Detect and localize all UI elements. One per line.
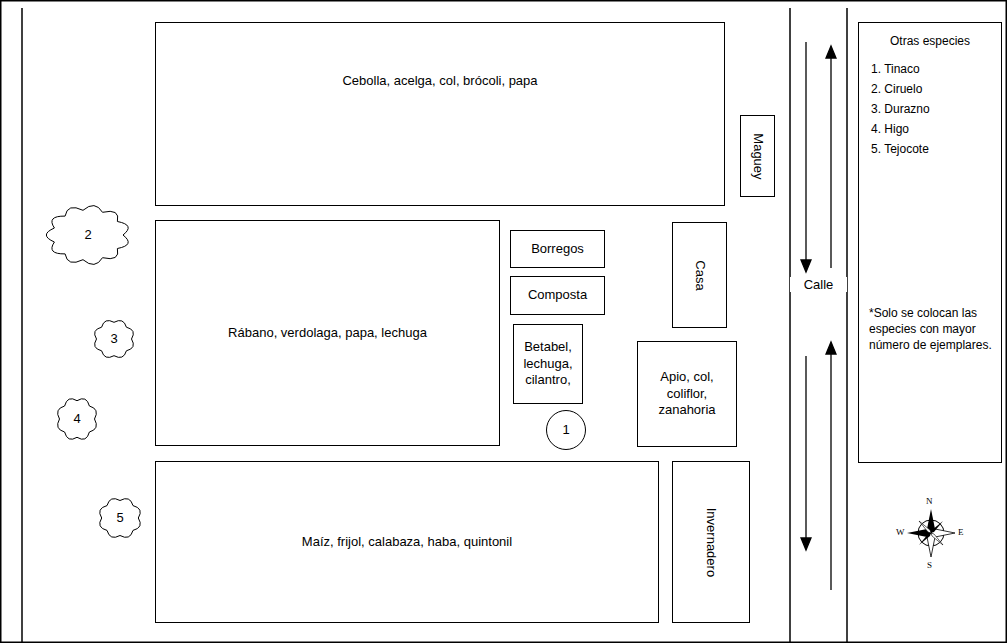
bed-label: Invernadero [703,507,720,576]
crop-bed: Cebolla, acelga, col, brócoli, papa [155,22,725,206]
bed-label: Rábano, verdolaga, papa, lechuga [226,325,429,342]
callout-number: 2 [84,227,91,244]
panel-title: Otras especies [859,33,1001,49]
street-label: Calle [790,277,847,292]
compass-letter: W [896,527,905,537]
bed-label: Maguey [749,133,766,179]
crop-bed: Betabel, lechuga, cilantro, [513,324,583,404]
bed-label: Borregos [529,241,586,258]
tree-callout: 4 [54,395,100,443]
house-box: Casa [672,222,727,328]
bed-label: Apio, col, coliflor, zanahoria [642,369,732,420]
tree-callout: 3 [91,317,137,361]
panel-item: *Solo se colocan las especies con mayor … [869,305,995,354]
crop-bed: Rábano, verdolaga, papa, lechuga [155,220,500,446]
maguey-bed: Maguey [740,115,775,197]
panel-item: 4. Higo [871,121,909,137]
street-edge [789,8,791,643]
bed-label: Maíz, frijol, calabaza, haba, quintonil [300,534,514,551]
panel-item: 5. Tejocote [871,141,929,157]
tree-callout: 5 [96,495,144,541]
compass-letter: S [927,560,932,570]
panel-item: 3. Durazno [871,101,930,117]
panel-item: 2. Ciruelo [871,81,922,97]
bed-label: Composta [526,287,589,304]
compost-box: Composta [510,276,605,315]
compass-rose [907,509,955,557]
bed-label: Casa [691,260,708,290]
callout-number: 1 [562,422,569,439]
traffic-arrows [801,42,836,590]
tank-callout: 1 [546,410,586,450]
crop-bed: Maíz, frijol, calabaza, haba, quintonil [155,461,659,623]
bed-label: Cebolla, acelga, col, brócoli, papa [340,73,539,90]
species-panel: Otras especies 1. Tinaco 2. Ciruelo 3. Dura… [858,22,1002,463]
crop-bed: Apio, col, coliflor, zanahoria [637,341,737,447]
callout-number: 5 [116,510,123,527]
callout-number: 3 [110,331,117,348]
tree-callout: 2 [44,203,132,267]
compass-letter: E [958,527,964,537]
compass-letter: N [926,496,933,506]
callout-number: 4 [73,411,80,428]
boundary-line [21,8,23,643]
sheep-pen: Borregos [510,230,605,268]
panel-item: 1. Tinaco [871,61,920,77]
greenhouse-box: Invernadero [672,461,750,623]
bed-label: Betabel, lechuga, cilantro, [518,339,578,390]
street-edge [846,8,848,643]
